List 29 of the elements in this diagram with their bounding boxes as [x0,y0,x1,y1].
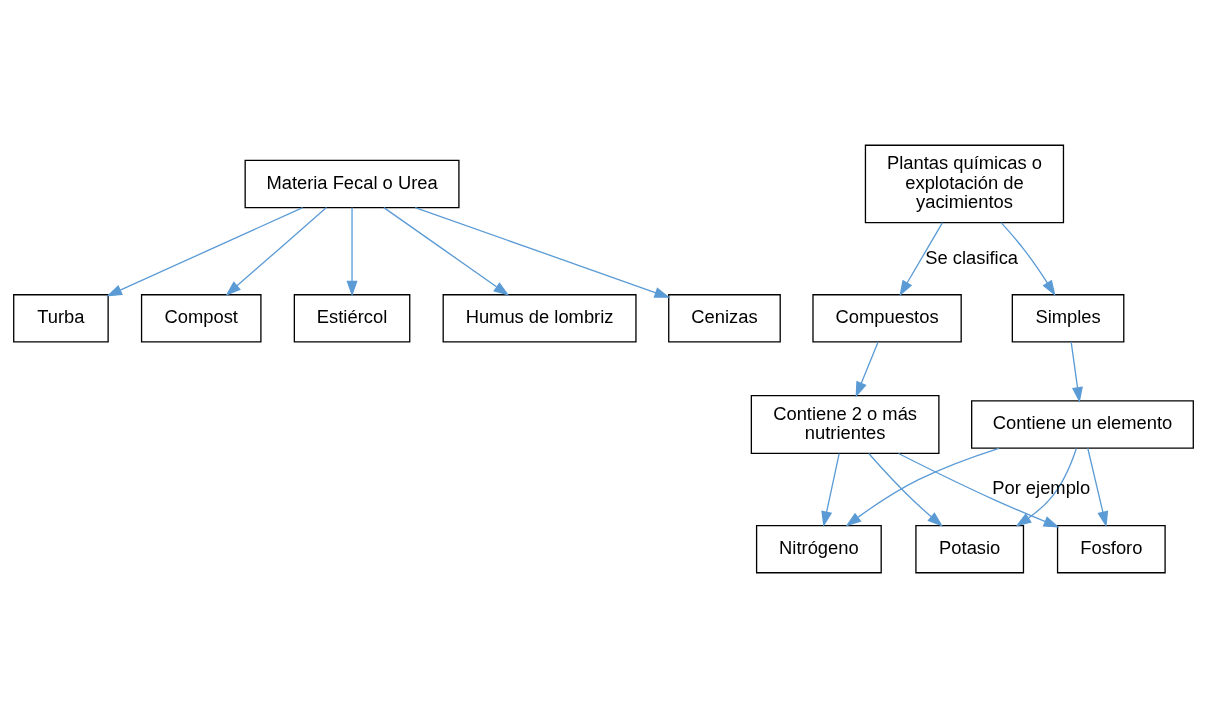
arrow [414,206,671,298]
node-box: Humus de lombriz [442,293,637,343]
edge-label: Se clasifica [925,246,1019,268]
arrow [1070,341,1083,403]
arrow [899,221,944,296]
node-box: Compuestos [812,293,962,343]
arrow [1087,447,1109,527]
arrow [383,206,510,296]
node-box: Simples [1011,293,1125,343]
node-box: Fosforo [1056,524,1166,573]
arrow [855,341,879,397]
node-box: Turba [13,293,109,343]
node-box: Contiene un elemento [971,399,1194,449]
node-box: Contiene 2 o más nutrientes [750,394,940,454]
arrow [1000,221,1056,296]
node-box: Plantas químicas o explotación de yacimientos [864,144,1065,223]
arrow [821,452,840,527]
node-box: Nitrógeno [755,524,882,573]
arrow [225,206,328,296]
node-box: Materia Fecal o Urea [244,159,460,208]
arrow [897,452,1060,527]
arrow [868,452,943,527]
arrow [845,447,1000,526]
arrow [106,206,304,296]
node-box: Cenizas [668,293,781,343]
arrow [346,206,358,297]
node-box: Compost [140,293,262,343]
node-box: Estiércol [293,293,411,343]
node-box: Potasio [915,524,1025,573]
